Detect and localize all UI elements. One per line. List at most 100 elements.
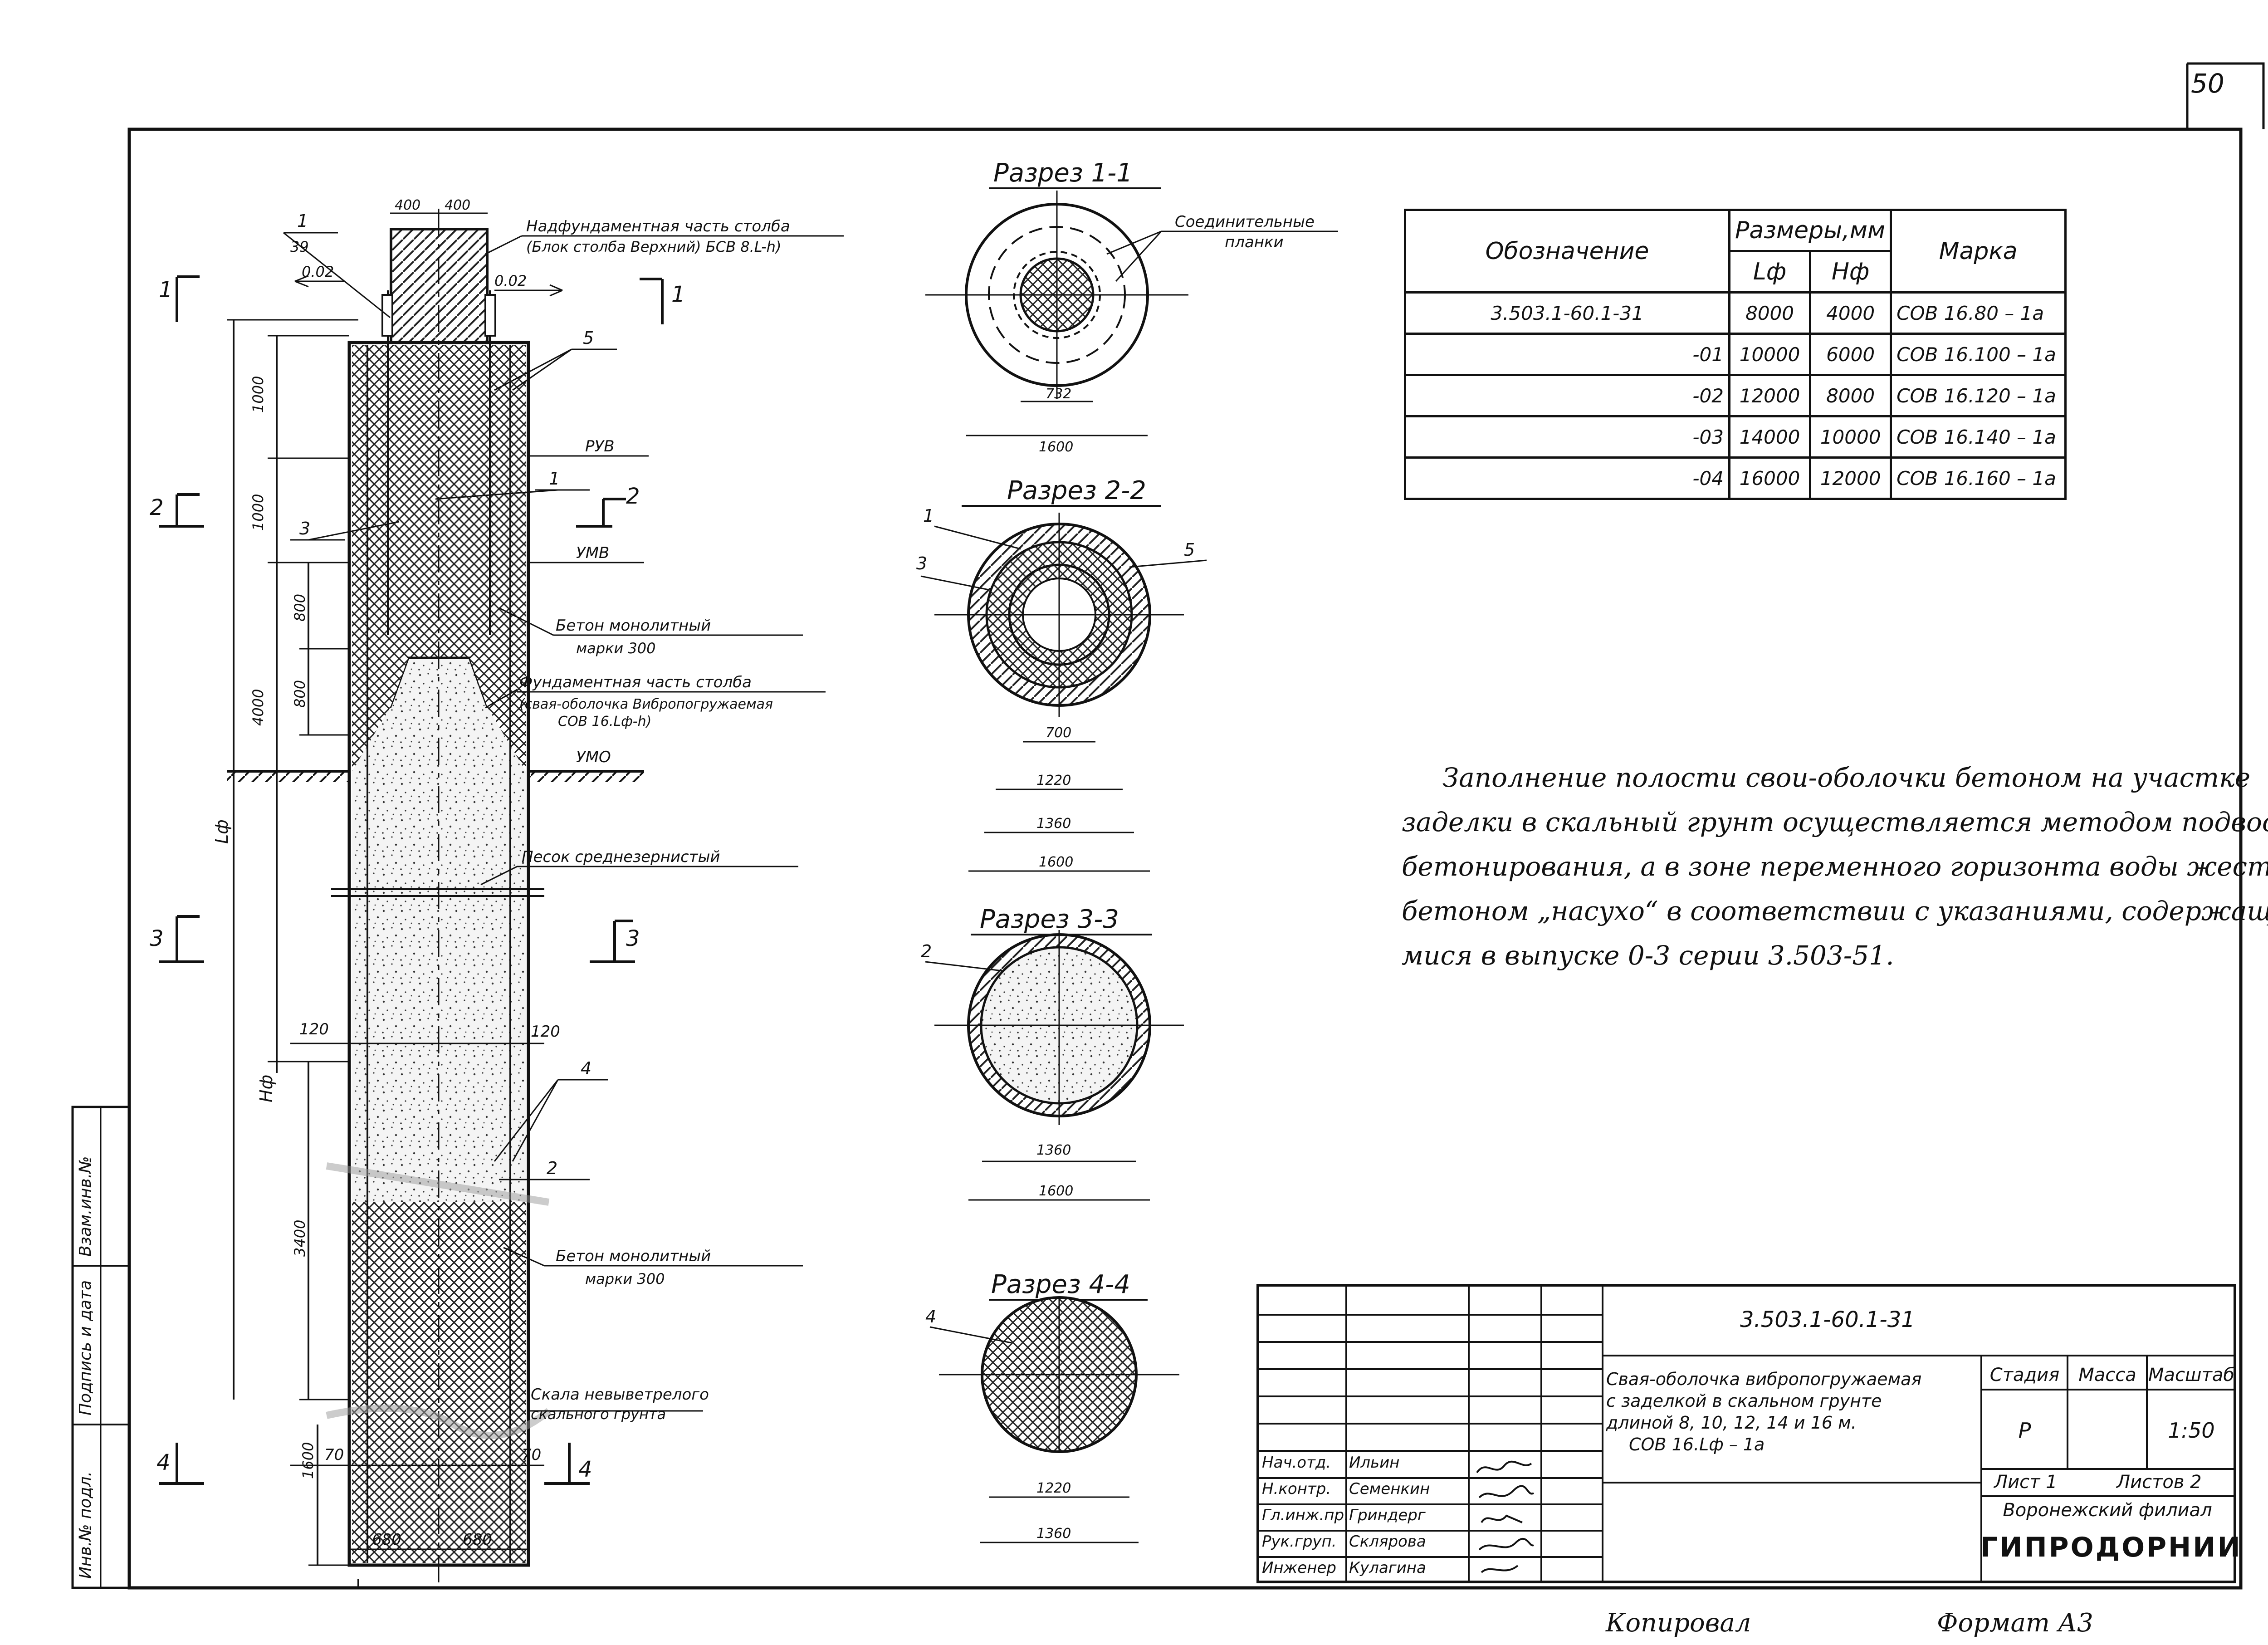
- stamp-description: Свая-оболочка вибропогружаемая с заделко…: [1606, 1368, 1951, 1455]
- spec-hf: 10000: [1809, 415, 1892, 459]
- spec-lf: 14000: [1728, 415, 1812, 459]
- section-2-callout-1: 1: [923, 506, 934, 526]
- stamp-role: Рук.груп.: [1262, 1532, 1337, 1551]
- dim-1600: 1600: [299, 1442, 317, 1479]
- table-row: -04 16000 12000 СОВ 16.160 – 1а: [1404, 456, 2067, 500]
- page-number: 50: [2191, 68, 2224, 99]
- signatures-drawing: [1476, 1460, 1535, 1573]
- spec-header-hf: Hф: [1809, 250, 1892, 294]
- sheet-frame: [127, 127, 2243, 1590]
- callout-4: 4: [581, 1058, 591, 1078]
- rock-label: Скала невыветрелого: [531, 1386, 709, 1404]
- concrete-top-label: Бетон монолитный: [556, 617, 711, 635]
- sec-mark-2-left: 2: [150, 495, 164, 520]
- stamp-name: Семенкин: [1349, 1480, 1430, 1498]
- section-4-dim-1220: 1220: [1036, 1480, 1071, 1496]
- concrete-top-grade: марки 300: [576, 640, 655, 657]
- side-stamp: Инв.№ подл. Подпись и дата Взам.инв.№: [71, 1106, 131, 1589]
- stamp-name: Склярова: [1349, 1532, 1426, 1551]
- note-line: бетонирования, а в зоне переменного гори…: [1402, 851, 2268, 882]
- callout-5: 5: [583, 328, 594, 348]
- note-line: заделки в скальный грунт осуществляется …: [1402, 807, 2268, 837]
- spec-designation: -04: [1404, 456, 1730, 500]
- stamp-desc-3: длиной 8, 10, 12, 14 и 16 м.: [1606, 1413, 1857, 1433]
- dim-hf: Hф: [256, 1075, 276, 1102]
- found-part-label-2: (свая-оболочка Вибропогружаемая: [519, 696, 773, 712]
- rock-label-2: скального грунта: [531, 1405, 666, 1423]
- stamp-name: Кулагина: [1349, 1559, 1426, 1577]
- table-row: -01 10000 6000 СОВ 16.100 – 1а: [1404, 333, 2067, 376]
- section-4-4: Разрез 4-4 4 1220 1360: [925, 1270, 1179, 1543]
- bottom-dim-left: 680: [372, 1531, 401, 1549]
- dim-lf: Lф: [212, 819, 232, 844]
- dim-800-a: 800: [291, 594, 308, 622]
- stamp-name: Ильин: [1349, 1454, 1400, 1472]
- level-rvv: РУВ: [585, 437, 615, 455]
- spec-header-sizes: Размеры,мм: [1728, 209, 1892, 252]
- pile-elevation: 1000 1000 800 800 4000 Lф Hф 3400 1600 1…: [150, 197, 844, 1588]
- spec-designation: 3.503.1-60.1-31: [1404, 291, 1730, 335]
- spec-designation: -02: [1404, 374, 1730, 417]
- level-umo: УМО: [576, 748, 611, 766]
- section-4-title: Разрез 4-4: [991, 1270, 1130, 1299]
- spec-lf: 8000: [1728, 291, 1812, 335]
- spec-hf: 4000: [1809, 291, 1892, 335]
- annot-top-part: Надфундаментная часть столба: [526, 217, 790, 235]
- spec-lf: 12000: [1728, 374, 1812, 417]
- section-3-dim-1600: 1600: [1039, 1183, 1073, 1199]
- stamp-org: Воронежский филиал: [2003, 1500, 2212, 1521]
- section-3-3: Разрез 3-3 2 1360 1600: [921, 905, 1184, 1201]
- found-part-label-3: СОВ 16.Lф-h): [558, 714, 651, 729]
- concrete-bot-grade: марки 300: [585, 1270, 665, 1288]
- title-block-grid: [1259, 1287, 1602, 1581]
- top-dim-left: 400: [395, 197, 420, 213]
- dim-3400: 3400: [291, 1220, 308, 1257]
- spec-table: Обозначение Размеры,мм Марка Lф Hф 3.503…: [1404, 209, 2067, 500]
- side-stamp-inv: Инв.№ подл.: [76, 1471, 95, 1579]
- stamp-stage: Р: [2018, 1418, 2031, 1443]
- dim-800-b: 800: [291, 680, 308, 708]
- stamp-desc-4: СОВ 16.Lф – 1а: [1629, 1434, 1765, 1454]
- stamp-col-mass: Масса: [2078, 1365, 2136, 1386]
- page-number-box: [2186, 62, 2265, 129]
- callout-1-num: 1: [297, 211, 308, 231]
- spec-designation: -01: [1404, 333, 1730, 376]
- section-2-dim-700: 700: [1046, 725, 1071, 741]
- section-2-callout-3: 3: [916, 553, 927, 573]
- section-1-1: Разрез 1-1 Соединительные планки 732 160…: [925, 158, 1338, 455]
- dim-120-left: 120: [299, 1020, 329, 1038]
- spec-header-designation: Обозначение: [1404, 209, 1730, 294]
- stamp-role: Инженер: [1262, 1559, 1336, 1577]
- stamp-col-scale: Масштаб: [2148, 1365, 2235, 1386]
- callout-1b: 1: [549, 469, 560, 489]
- sand-label: Песок среднезернистый: [522, 848, 720, 866]
- note-line: Заполнение полости свои-оболочки бетоном…: [1442, 762, 2251, 793]
- table-row: -02 12000 8000 СОВ 16.120 – 1а: [1404, 374, 2067, 417]
- spec-hf: 12000: [1809, 456, 1892, 500]
- section-2-title: Разрез 2-2: [1007, 476, 1146, 505]
- callout-1-den: 39: [290, 238, 309, 255]
- stamp-desc-1: Свая-оболочка вибропогружаемая: [1606, 1369, 1922, 1389]
- stamp-role: Гл.инж.пр.: [1262, 1506, 1349, 1524]
- slope-right: 0.02: [494, 272, 527, 289]
- section-3-dim-1360: 1360: [1036, 1142, 1071, 1158]
- spec-mark: СОВ 16.160 – 1а: [1890, 456, 2067, 500]
- side-stamp-sign: Подпись и дата: [76, 1280, 95, 1415]
- section-1-dim-732: 732: [1046, 386, 1071, 402]
- stamp-name: Гриндерг: [1349, 1506, 1426, 1524]
- dim-4000: 4000: [249, 689, 267, 726]
- table-row: -03 14000 10000 СОВ 16.140 – 1а: [1404, 415, 2067, 459]
- section-1-callout: Соединительные: [1175, 213, 1315, 231]
- sec-mark-1-right: 1: [671, 282, 685, 307]
- spec-mark: СОВ 16.120 – 1а: [1890, 374, 2067, 417]
- section-1-callout-2: планки: [1225, 233, 1284, 251]
- dim-120-right: 120: [531, 1023, 560, 1041]
- general-note: Заполнение полости свои-оболочки бетоном…: [1402, 755, 2268, 978]
- stamp-org-name: ГИПРОДОРНИИ: [1980, 1532, 2242, 1563]
- stamp-desc-2: с заделкой в скальном грунте: [1606, 1391, 1882, 1411]
- sec-mark-4-right: 4: [578, 1457, 592, 1482]
- footer-copied: Копировал: [1606, 1608, 1751, 1638]
- found-part-label: Фундаментная часть столба: [519, 673, 752, 691]
- sec-mark-4-left: 4: [156, 1450, 171, 1475]
